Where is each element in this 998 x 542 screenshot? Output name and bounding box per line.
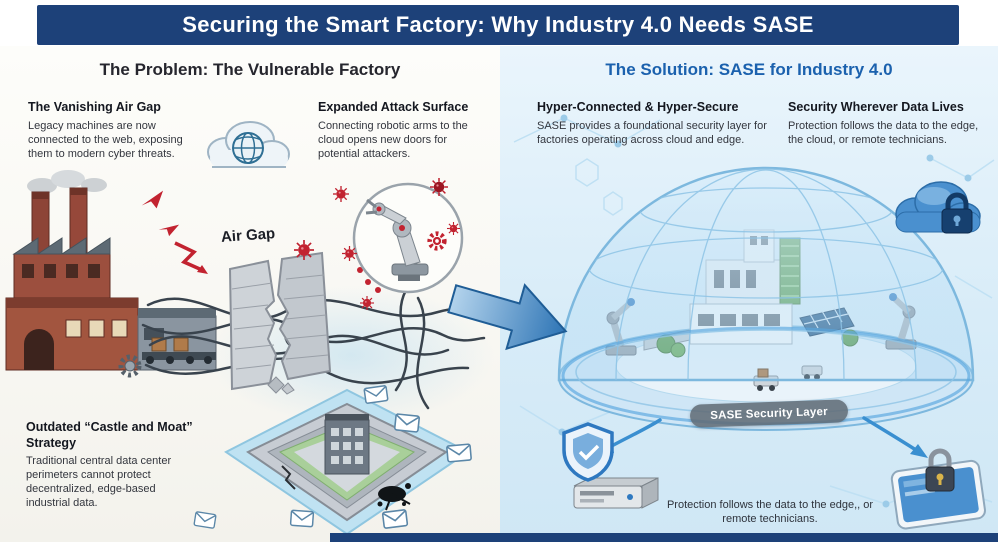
tablet-lock-icon xyxy=(890,448,986,530)
shield-server-icon xyxy=(562,422,659,509)
cloud-globe-icon xyxy=(207,121,290,168)
section-hyper-connected: Hyper-Connected & Hyper-Secure SASE prov… xyxy=(537,100,779,147)
section-security-wherever: Security Wherever Data Lives Protection … xyxy=(788,100,988,147)
virus-icon xyxy=(447,222,460,235)
envelope-icon xyxy=(363,385,389,404)
section-body: Protection follows the data to the edge,… xyxy=(788,119,979,146)
solution-title: The Solution: SASE for Industry 4.0 xyxy=(605,60,893,79)
sase-layer-label: SASE Security Layer xyxy=(710,405,828,422)
section-castle-and-moat: Outdated “Castle and Moat” Strategy Trad… xyxy=(26,420,198,511)
problem-title: The Problem: The Vulnerable Factory xyxy=(99,60,401,79)
cloud-lock-icon xyxy=(895,181,981,234)
transition-arrow xyxy=(447,283,568,351)
section-body: Traditional central data center perimete… xyxy=(26,455,172,510)
section-body: Legacy machines are now connected to the… xyxy=(28,119,183,160)
envelope-icon xyxy=(446,443,472,463)
envelope-icon xyxy=(193,511,217,529)
smoke xyxy=(27,170,107,194)
red-gear-icon xyxy=(427,231,447,251)
section-vanishing-air-gap: The Vanishing Air Gap Legacy machines ar… xyxy=(28,100,208,161)
red-bird-icon xyxy=(141,190,164,209)
section-heading: Hyper-Connected & Hyper-Secure xyxy=(537,100,739,114)
virus-icon xyxy=(342,246,357,261)
red-bird-icon xyxy=(158,224,180,237)
envelope-icon xyxy=(289,509,315,528)
section-body: SASE provides a foundational security la… xyxy=(537,119,767,146)
virus-icon xyxy=(430,178,448,196)
castle-moat-illustration xyxy=(224,388,470,536)
page-title: Securing the Smart Factory: Why Industry… xyxy=(182,12,814,37)
section-expanded-attack-surface: Expanded Attack Surface Connecting robot… xyxy=(318,100,490,161)
envelope-icon xyxy=(394,413,420,433)
section-heading: The Vanishing Air Gap xyxy=(28,100,161,114)
virus-icon xyxy=(294,240,314,260)
section-body: Connecting robotic arms to the cloud ope… xyxy=(318,119,468,160)
virus-icon xyxy=(360,296,374,310)
broken-air-gap-wall xyxy=(228,251,332,395)
header-banner-row: Securing the Smart Factory: Why Industry… xyxy=(0,0,998,46)
attack-zigzag-arrow xyxy=(174,241,208,274)
envelope-icon xyxy=(381,509,409,529)
sase-dome-illustration xyxy=(557,166,975,431)
virus-icon xyxy=(333,186,349,202)
solution-caption: Protection follows the data to the edge,… xyxy=(666,499,874,526)
bottom-bar xyxy=(330,533,998,542)
arrow-to-tablet xyxy=(862,416,928,458)
header-banner: Securing the Smart Factory: Why Industry… xyxy=(37,5,959,45)
section-heading: Security Wherever Data Lives xyxy=(788,100,964,114)
legacy-factory-illustration xyxy=(5,170,217,378)
gear-icon xyxy=(118,354,142,378)
robot-arm-threat-circle xyxy=(352,182,464,294)
section-heading: Expanded Attack Surface xyxy=(318,100,469,114)
ink-splat xyxy=(377,483,411,511)
section-heading: Outdated “Castle and Moat” Strategy xyxy=(26,420,193,450)
